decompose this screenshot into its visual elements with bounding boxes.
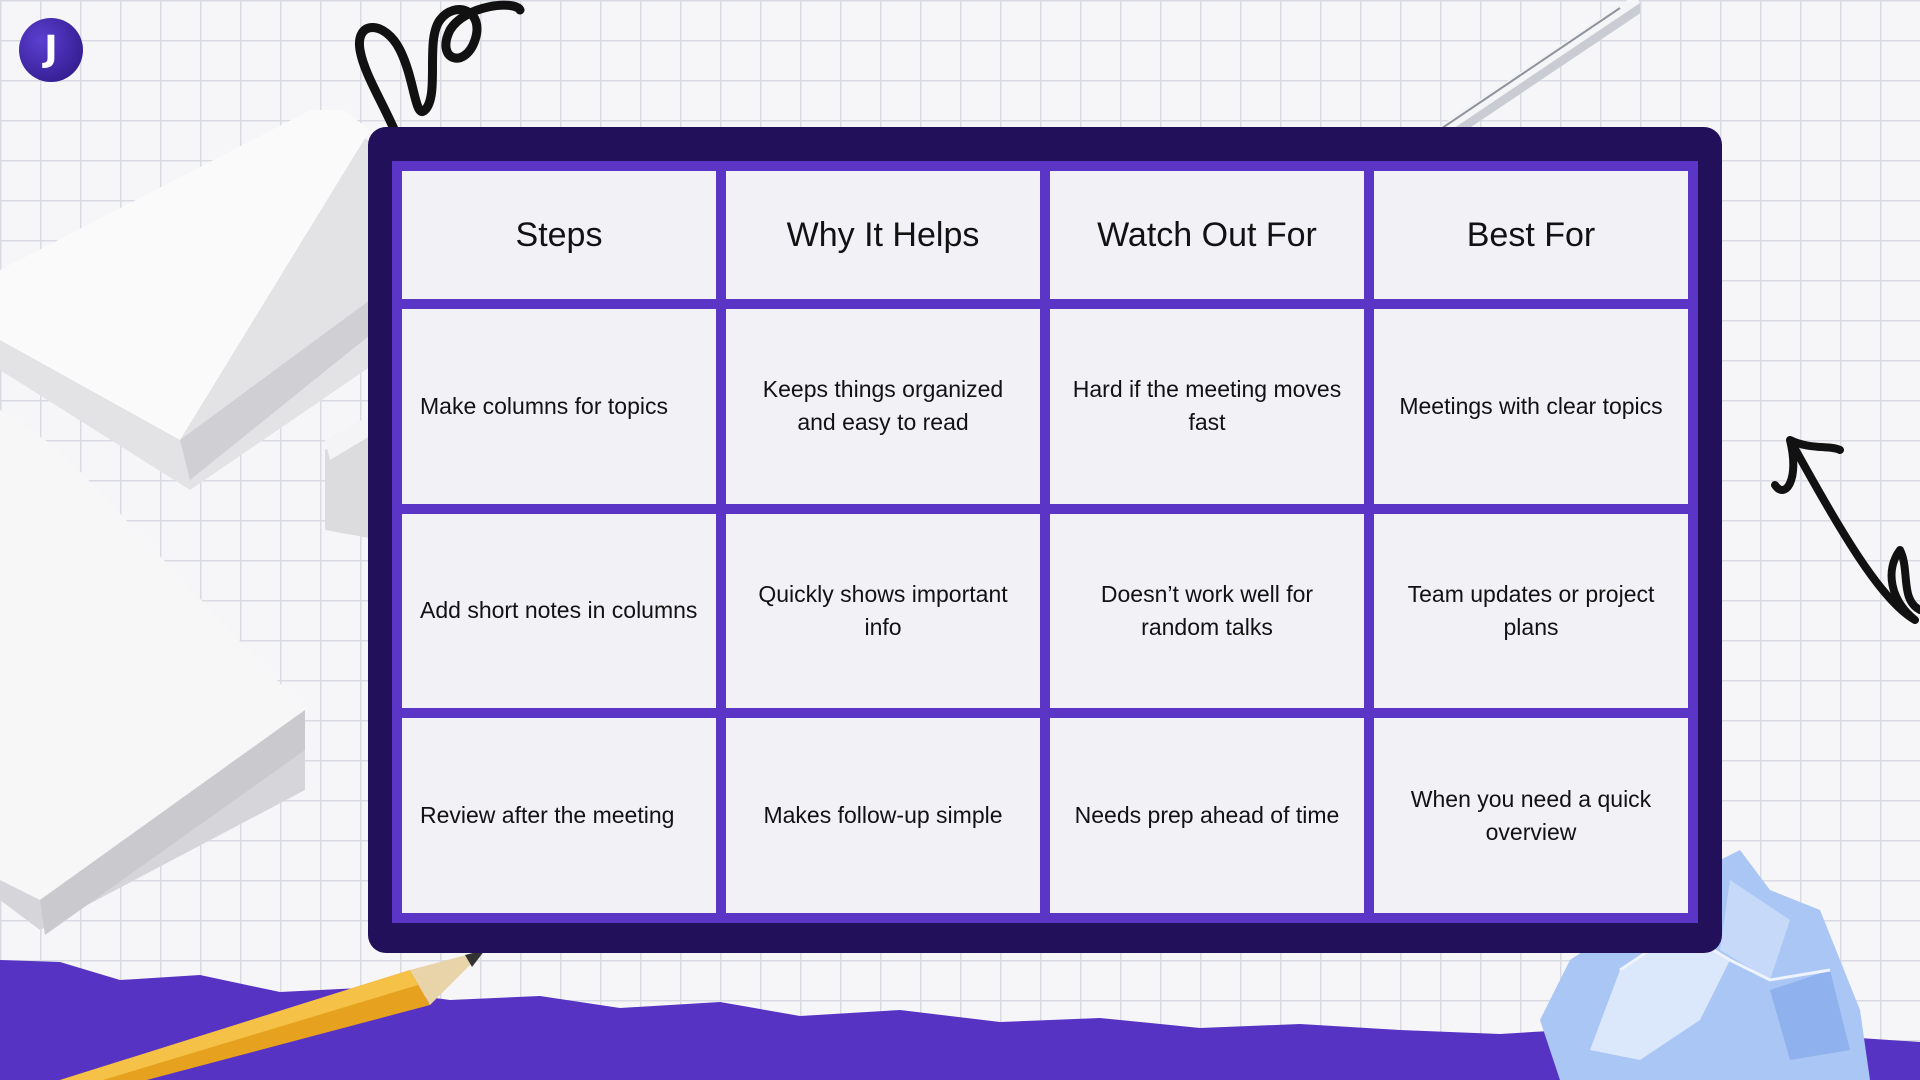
table-cell-watch: Needs prep ahead of time <box>1050 718 1364 913</box>
brand-logo[interactable]: J <box>19 18 83 82</box>
table-cell-why: Keeps things organized and easy to read <box>726 309 1040 504</box>
table-row: Make columns for topics Keeps things org… <box>402 309 1688 504</box>
table-cell-watch: Doesn’t work well for random talks <box>1050 513 1364 709</box>
pencil-illustration <box>60 950 485 1080</box>
table-header-row: Steps Why It Helps Watch Out For Best Fo… <box>402 171 1688 299</box>
zigzag-arrow-icon <box>1771 436 1920 624</box>
table-cell-step: Review after the meeting <box>402 718 716 913</box>
crumpled-paper-illustration <box>1540 850 1870 1080</box>
table-cell-why: Makes follow-up simple <box>726 718 1040 913</box>
paper-stack-illustration <box>0 110 380 935</box>
table-cell-best: Meetings with clear topics <box>1374 309 1688 504</box>
table-cell-why: Quickly shows important info <box>726 513 1040 709</box>
table-cell-watch: Hard if the meeting moves fast <box>1050 309 1364 504</box>
torn-paper-strip <box>0 960 1920 1080</box>
table-cell-step: Make columns for topics <box>402 309 716 504</box>
header-why-it-helps: Why It Helps <box>726 171 1040 299</box>
table-cell-best: When you need a quick overview <box>1374 718 1688 913</box>
table-row: Review after the meeting Makes follow-up… <box>402 718 1688 913</box>
notes-comparison-table: Steps Why It Helps Watch Out For Best Fo… <box>392 161 1698 923</box>
table-cell-best: Team updates or project plans <box>1374 513 1688 709</box>
header-best-for: Best For <box>1374 171 1688 299</box>
table-row: Add short notes in columns Quickly shows… <box>402 513 1688 709</box>
table-grid: Steps Why It Helps Watch Out For Best Fo… <box>392 161 1698 923</box>
header-watch-out-for: Watch Out For <box>1050 171 1364 299</box>
header-steps: Steps <box>402 171 716 299</box>
table-cell-step: Add short notes in columns <box>402 513 716 709</box>
table-board: Steps Why It Helps Watch Out For Best Fo… <box>368 127 1722 953</box>
